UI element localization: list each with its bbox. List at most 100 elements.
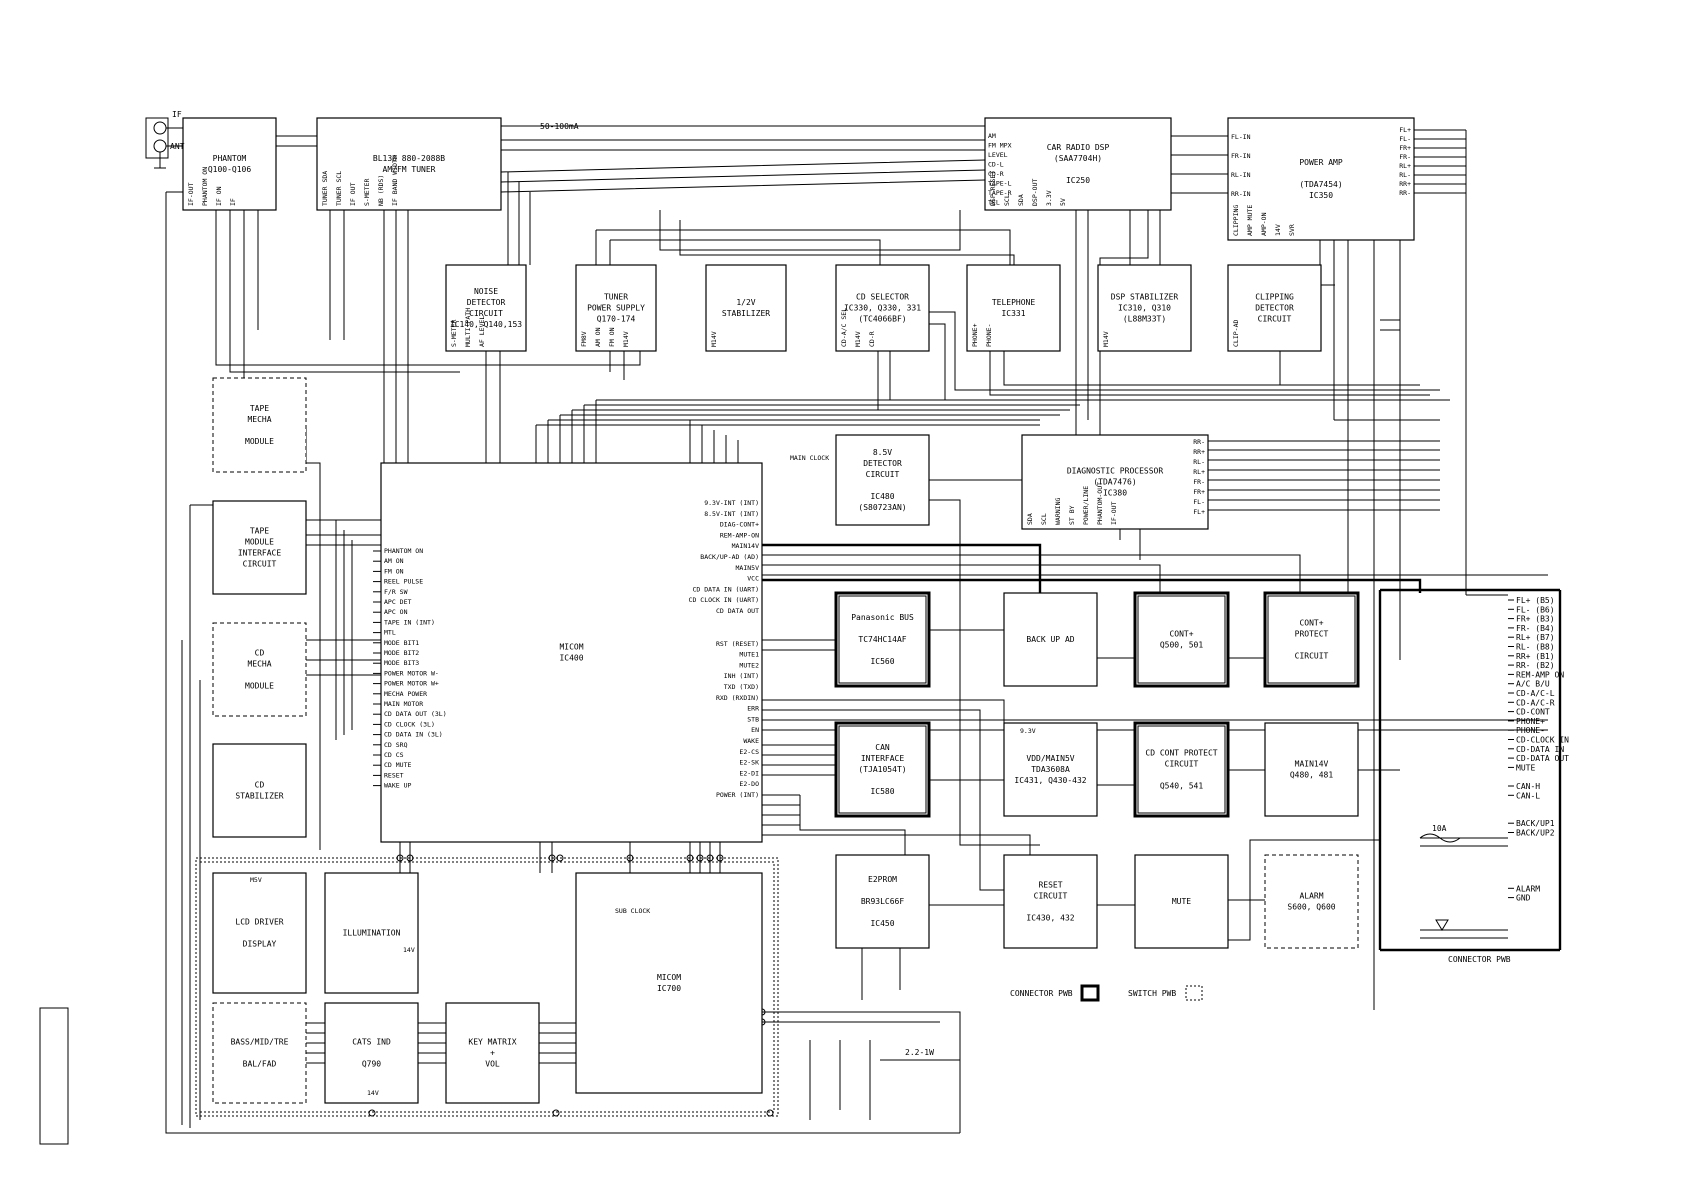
block-keym-label: VOL [485,1060,500,1069]
block-dsp-box [984,117,1172,211]
connector-pin: GND [1516,894,1531,903]
block-phantom-pin: IF-OUT [187,182,195,206]
block-pwramp-label: POWER AMP [1299,158,1343,167]
block-can-box [834,721,931,818]
block-stab12-label: STABILIZER [722,309,770,318]
resistor-label: 2.2-1W [905,1048,934,1057]
block-contprot-box [1263,591,1360,688]
block-tuner-pin: TUNER SCL [335,171,343,206]
amp-input-pin: FL-IN [1231,133,1251,141]
switch-pwb-legend-box [1185,985,1203,1001]
block-stab12-label: 1/2V [736,298,755,307]
amp-input-pin: FR-IN [1231,152,1251,160]
amp-output-pin: FR+ [1399,144,1411,152]
connector-pin: CAN-H [1516,782,1540,791]
block-can-label: INTERFACE [861,754,905,763]
illum-14v-label: 14V [403,946,415,954]
block-tel-label: IC331 [1001,309,1025,318]
block-alarm-label: S600, Q600 [1287,903,1335,912]
block-diag-label: (TDA7476) [1093,478,1136,487]
block-panabus-label: IC560 [870,657,894,666]
micom-right-pin: RXD (RXDIN) [716,694,759,702]
micom-right-pin: 8.5V-INT (INT) [704,510,759,518]
micom-right-pin: WAKE [743,737,759,745]
connector-pin: CD-DATA OUT [1516,754,1569,763]
block-dsp-pin: SDA [1017,194,1025,206]
amp-output-pin: RL+ [1399,162,1411,170]
block-vdd-label: VDD/MAIN5V [1026,754,1074,763]
antenna-if-label: IF [172,110,182,119]
block-det85-label: (S80723AN) [858,503,906,512]
block-tel-pin: PHONE+ [971,323,979,347]
block-illum: ILLUMINATION [324,872,419,994]
block-contprot-label: CIRCUIT [1295,652,1329,661]
connector-pin: FL+ (B5) [1516,596,1555,605]
block-keym-box [445,1002,540,1104]
micom-left-pin: AM ON [384,557,404,565]
block-tel-box [966,264,1061,352]
micom-left-pin: CD DATA OUT (3L) [384,710,447,718]
connector-pin: FL- (B6) [1516,605,1555,614]
dsp-input-pin: LEVEL [988,151,1008,159]
micom-right-pin: MAIN5V [736,564,760,572]
block-pwramp-pin: 14V [1274,224,1282,236]
micom-left-pin: MODE BIT2 [384,649,419,657]
block-mute: MUTE [1134,854,1229,949]
diag-input-pin: RL- [1193,458,1205,466]
block-tapeif-label: CIRCUIT [243,560,277,569]
block-micom400-label: IC400 [559,654,583,663]
block-bass-label: BAL/FAD [243,1060,277,1069]
block-cdstab-box [212,743,307,838]
block-cdsel-pin: CD-A/C SEL [840,308,848,347]
micom-right-pin: CD DATA IN (UART) [692,585,759,593]
block-det85-label: IC480 [870,492,894,501]
block-panabus-label: Panasonic BUS [851,613,914,622]
block-panabus-label: TC74HC14AF [858,635,906,644]
connector-pin: PHONE- [1516,726,1545,735]
micom-left-pin: PHANTOM ON [384,547,423,555]
micom-left-pin: CD DATA IN (3L) [384,731,443,739]
micom-left-pin: CD CS [384,751,404,759]
connector-pin: CD-A/C-R [1516,698,1555,707]
block-panabus: Panasonic BUS TC74HC14AF IC560 [834,591,931,688]
block-panabus-box [834,591,931,688]
block-can-label: IC580 [870,787,894,796]
block-cdsel-pin: CD-R [868,331,876,347]
block-tuner-box [316,117,502,211]
block-phantom-box [182,117,277,211]
connector-pin: FR+ (B3) [1516,615,1555,624]
micom-left-pin: F/R SW [384,588,408,596]
diag-input-pin: RR+ [1193,448,1205,456]
block-tunerps-label: POWER SUPPLY [587,304,645,313]
block-clipdet-box [1227,264,1322,352]
block-tuner-label: BL130 880-2088B [373,154,445,163]
block-diag-pin: SDA [1026,513,1034,525]
block-det85-label: DETECTOR [863,459,902,468]
block-cont-inner [1137,595,1226,684]
block-dspstab-label: IC310, Q310 [1118,304,1171,313]
block-alarm-box [1264,854,1359,949]
micom-left-pin: APC DET [384,598,411,606]
micom-right-pin: BACK/UP-AD (AD) [700,553,759,561]
micom-right-pin: STB [747,715,759,723]
diag-input-pin: FL+ [1193,508,1205,516]
block-stab12-pin: M14V [710,331,718,347]
block-vdd-box [1003,722,1098,817]
connector-pin: CAN-L [1516,791,1540,800]
micom-left-pin: TAPE IN (INT) [384,618,435,626]
block-tel-label: TELEPHONE [992,298,1036,307]
dsp-input-pin: FM MPX [988,142,1012,150]
block-diag-pin: SCL [1040,513,1048,525]
connector-pin: REM-AMP ON [1516,670,1564,679]
connector-pin: BACK/UP2 [1516,829,1555,838]
block-diag-label: IC380 [1103,489,1127,498]
block-tapeif-label: MODULE [245,538,274,547]
